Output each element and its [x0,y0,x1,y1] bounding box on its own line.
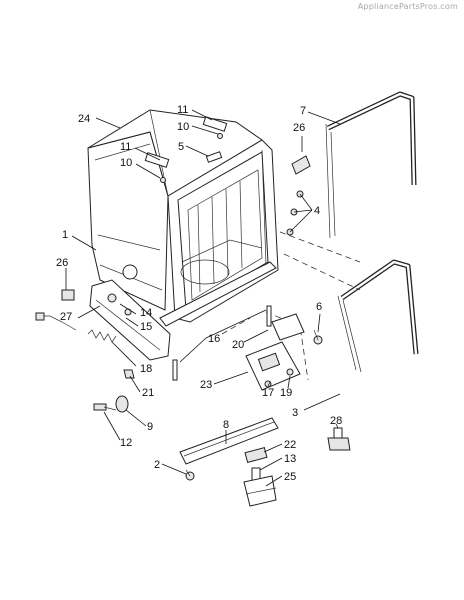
callout-17: 17 [262,387,274,399]
dishwasher-tub [87,109,279,327]
callout-23: 23 [200,379,212,391]
watermark-text: AppliancePartsPros.com [357,2,458,11]
callout-5: 5 [178,141,184,153]
latch-clip-upper [291,155,311,175]
screw-12 [93,403,117,411]
callout-24: 24 [78,113,90,125]
bracket-assembly-23 [245,313,305,391]
callout-1: 1 [62,229,68,241]
callout-7: 7 [300,105,306,117]
screw-10-top [217,133,223,139]
callout-4: 4 [314,205,320,217]
screw-2 [185,469,195,481]
callout-15: 15 [140,321,152,333]
leveling-leg-assembly [243,467,277,507]
callout-10-top: 10 [177,121,189,133]
bracket-22 [244,446,268,464]
callout-2: 2 [154,459,160,471]
callout-21: 21 [142,387,154,399]
callout-26-left: 26 [56,257,68,269]
callout-26-top: 26 [293,122,305,134]
callout-25: 25 [284,471,296,483]
callout-18: 18 [140,363,152,375]
callout-13: 13 [284,453,296,465]
callout-12: 12 [120,437,132,449]
callout-3: 3 [292,407,298,419]
callout-11-top: 11 [177,104,188,116]
callout-20: 20 [232,339,244,351]
grommet-9 [115,395,129,413]
clip-21 [123,369,135,379]
callout-22: 22 [284,439,296,451]
callout-14: 14 [140,307,152,319]
callout-6: 6 [316,301,322,313]
callout-19: 19 [280,387,292,399]
callout-16: 16 [208,333,220,345]
leveling-leg-16 [172,359,178,381]
foot-28 [327,427,351,451]
callout-8: 8 [223,419,229,431]
wire-lead-27 [40,315,77,331]
screw-6 [313,329,323,345]
leveling-leg-16b [266,305,272,327]
door-gasket-top [325,91,417,239]
spring-18 [87,329,117,343]
callout-11-left: 11 [120,141,131,153]
tub-gasket [337,259,419,373]
clip-26-lower [61,289,75,301]
screw-10-left [160,177,166,183]
callout-27: 27 [60,311,72,323]
callout-9: 9 [147,421,153,433]
callout-10-left: 10 [120,157,132,169]
callout-28: 28 [330,415,342,427]
